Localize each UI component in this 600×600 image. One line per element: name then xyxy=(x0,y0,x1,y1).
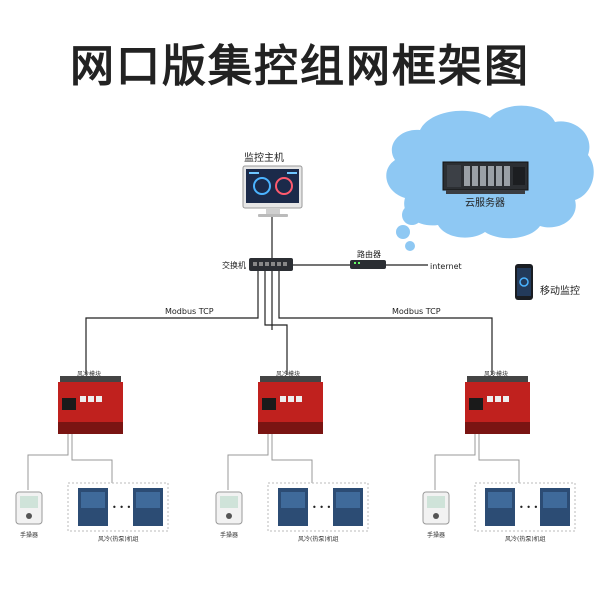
mobile-label: 移动监控 xyxy=(540,286,580,297)
module-3-label: 风冷模块 xyxy=(484,371,509,378)
unit-group-2 xyxy=(267,482,369,532)
monitor-host-icon xyxy=(242,165,303,217)
router-label: 路由器 xyxy=(357,250,381,259)
controller-3-label: 手操器 xyxy=(427,532,446,539)
hand-controller-1-icon xyxy=(15,491,43,525)
hand-controller-3-icon xyxy=(422,491,450,525)
diagram-title: 网口版集控组网框架图 xyxy=(70,41,530,92)
ellipsis-1: • • • xyxy=(112,503,132,512)
internet-label: internet xyxy=(430,262,462,271)
lower-wires xyxy=(27,434,520,490)
ellipsis-3: • • • xyxy=(519,503,539,512)
switch-icon xyxy=(249,258,293,271)
module-2-label: 风冷模块 xyxy=(276,371,301,378)
hand-controller-2-icon xyxy=(215,491,243,525)
module-2-icon xyxy=(258,376,323,434)
wires xyxy=(85,217,493,375)
module-3-icon xyxy=(465,376,530,434)
units-2-label: 风冷(热泵)机组 xyxy=(298,536,339,543)
ellipsis-2: • • • xyxy=(312,503,332,512)
module-1-label: 风冷模块 xyxy=(77,371,102,378)
units-1-label: 风冷(热泵)机组 xyxy=(98,536,139,543)
mobile-phone-icon xyxy=(515,264,533,300)
units-3-label: 风冷(热泵)机组 xyxy=(505,536,546,543)
cloud-server-label: 云服务器 xyxy=(465,198,505,209)
link-label-left: Modbus TCP xyxy=(165,307,214,316)
switch-label: 交换机 xyxy=(222,261,246,270)
unit-group-1 xyxy=(67,482,169,532)
controller-1-label: 手操器 xyxy=(20,532,39,539)
monitor-host-label: 监控主机 xyxy=(244,153,284,164)
cloud-server-icon xyxy=(442,161,529,194)
router-icon xyxy=(350,260,386,269)
controller-2-label: 手操器 xyxy=(220,532,239,539)
link-label-right: Modbus TCP xyxy=(392,307,441,316)
unit-group-3 xyxy=(474,482,576,532)
module-1-icon xyxy=(58,376,123,434)
